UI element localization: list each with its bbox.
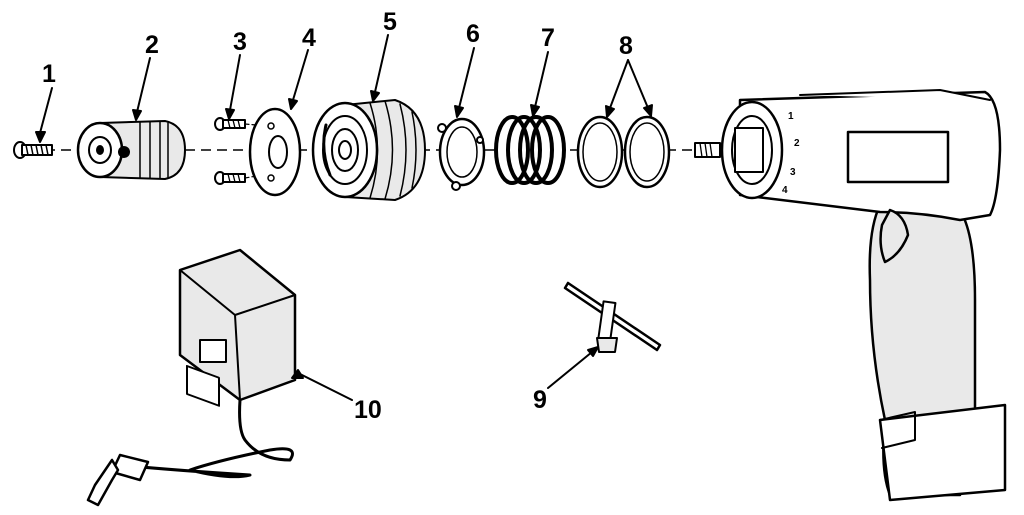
torque-setting-2: 2 [794, 138, 800, 149]
torque-setting-1: 1 [788, 111, 794, 122]
callout-6: 6 [466, 20, 480, 48]
part-7-spring [494, 115, 566, 185]
part-1-screw [13, 141, 53, 159]
torque-setting-4: 4 [782, 185, 788, 196]
torque-setting-3: 3 [790, 167, 796, 178]
callout-9: 9 [533, 386, 547, 414]
part-4-plate [248, 107, 302, 197]
drill-body: 1 2 3 4 [694, 89, 1007, 502]
callout-4: 4 [302, 24, 316, 52]
part-8-washers [576, 115, 671, 189]
part-6-detent-ring [437, 117, 486, 191]
callout-10: 10 [354, 396, 382, 424]
callout-2: 2 [145, 31, 159, 59]
callout-3: 3 [233, 28, 247, 56]
leader-lines [35, 34, 653, 401]
part-10-charger [86, 248, 297, 507]
part-2-chuck [76, 120, 186, 180]
callout-1: 1 [42, 60, 56, 88]
part-9-chuck-key [563, 281, 662, 353]
part-3-screws [214, 117, 269, 185]
callout-8: 8 [619, 32, 633, 60]
callout-5: 5 [383, 8, 397, 36]
part-5-clutch-collar [311, 99, 426, 201]
callout-7: 7 [541, 24, 555, 52]
